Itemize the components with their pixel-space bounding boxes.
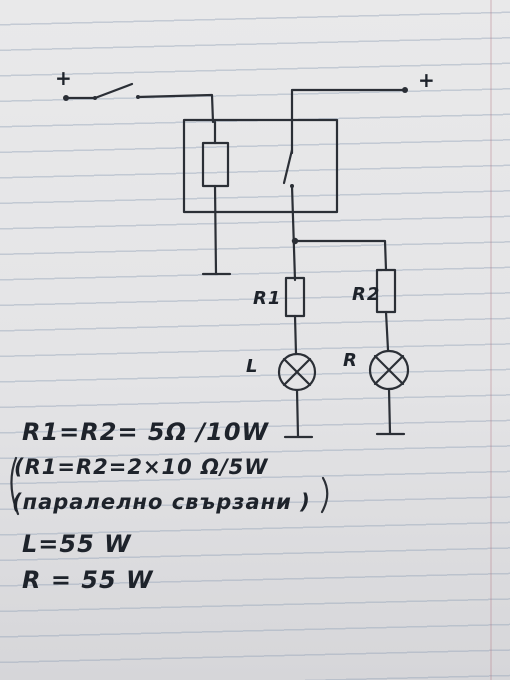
relay-box bbox=[182, 118, 339, 214]
lamp-right-label: R bbox=[343, 350, 358, 371]
relay-contact-blade bbox=[282, 148, 294, 185]
lamp-right-ground-wire bbox=[387, 387, 392, 435]
branch-wire-right bbox=[293, 239, 388, 272]
relay-coil bbox=[201, 141, 230, 188]
plus-right-label: + bbox=[418, 68, 436, 92]
open-paren-mark bbox=[10, 456, 20, 516]
supply-wire-right bbox=[290, 88, 405, 155]
r1-to-lamp-wire bbox=[293, 314, 298, 356]
lamp-left-ground-wire bbox=[295, 388, 300, 438]
r1-label: R1 bbox=[253, 288, 282, 309]
note-line-4: L=55 W bbox=[22, 530, 132, 558]
close-paren-mark bbox=[320, 476, 329, 514]
lamp-left-label: L bbox=[246, 356, 259, 377]
note-line-3: (паралелно свързани ) bbox=[12, 490, 311, 514]
r2-label: R2 bbox=[352, 284, 381, 305]
relay-output-wire bbox=[290, 184, 297, 282]
coil-lead-ground bbox=[213, 184, 218, 276]
lamp-left-symbol bbox=[277, 352, 317, 392]
wire-to-relay-coil bbox=[136, 93, 215, 124]
resistor-r1 bbox=[284, 276, 306, 318]
note-line-1: R1=R2= 5Ω /10W bbox=[22, 418, 270, 446]
input-switch bbox=[63, 82, 140, 101]
margin-line bbox=[490, 0, 492, 680]
right-terminal bbox=[402, 87, 408, 93]
note-line-5: R = 55 W bbox=[22, 566, 154, 594]
note-line-2: (R1=R2=2×10 Ω/5W bbox=[14, 455, 269, 479]
r2-to-lamp-wire bbox=[384, 310, 390, 352]
lamp-right-symbol bbox=[368, 349, 410, 391]
switch-blade bbox=[93, 82, 134, 100]
plus-left-label: + bbox=[55, 66, 73, 90]
